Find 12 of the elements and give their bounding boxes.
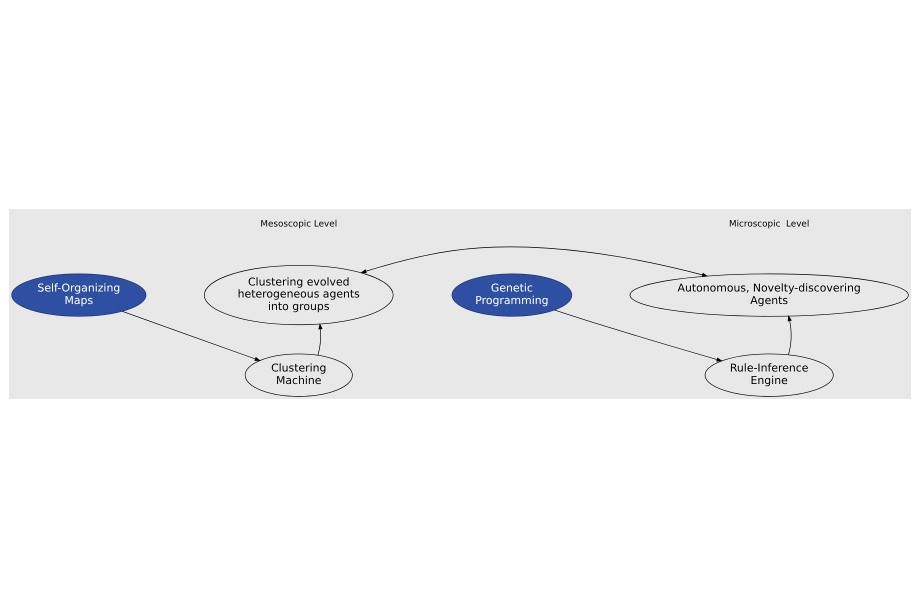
node-ellipse: Rule-Inference Engine — [704, 354, 834, 397]
node-ellipse: Self-Organizing Maps — [11, 274, 146, 317]
arrow — [318, 323, 323, 356]
arrow — [360, 246, 708, 277]
node-ellipse: Clustering Machine — [244, 354, 353, 397]
node-ellipse: Genetic Programming — [452, 274, 572, 317]
arrow — [554, 310, 723, 362]
node-ellipse: Clustering evolved heterogeneous agents into groups — [204, 265, 394, 326]
label: Mesoscopic Level — [260, 219, 338, 230]
arrow — [122, 311, 261, 361]
arrow — [788, 315, 792, 356]
label: Microscopic Level — [729, 219, 810, 230]
